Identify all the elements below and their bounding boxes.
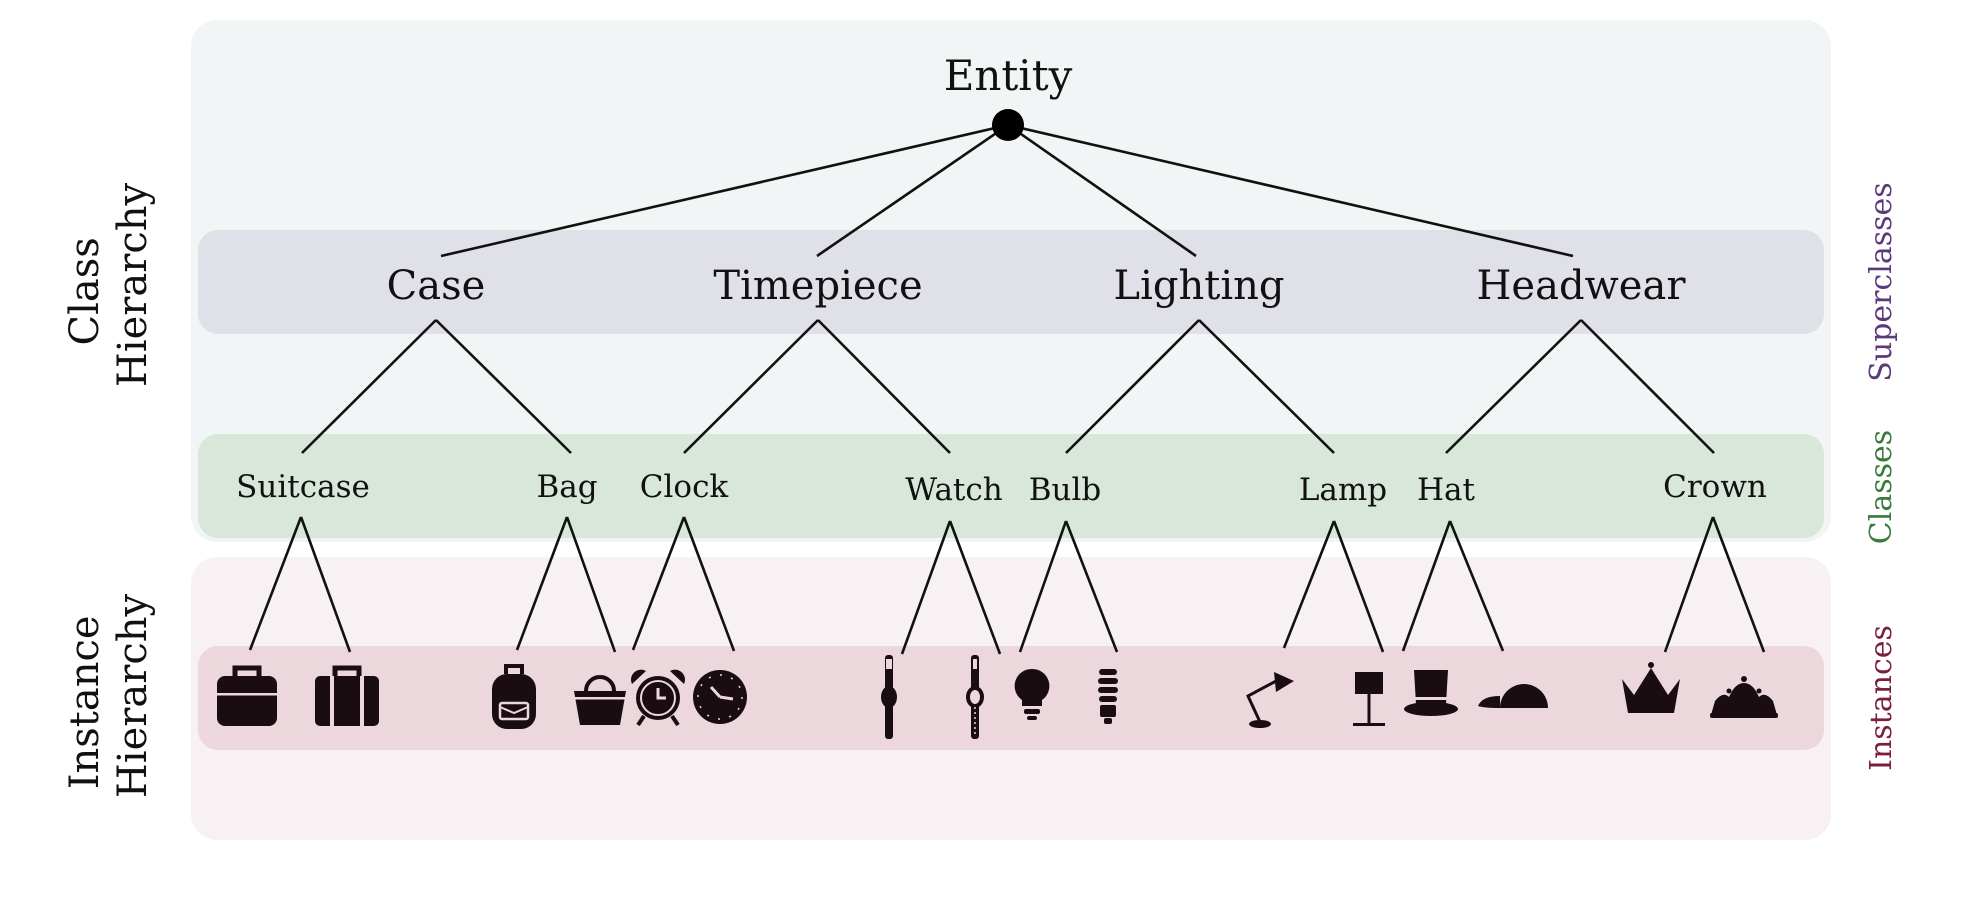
superclass-label-headwear: Headwear xyxy=(1477,263,1687,309)
tree-edges xyxy=(248,123,1766,655)
edge-lamp-desk-lamp-icon xyxy=(1282,520,1336,649)
wristwatch-icon xyxy=(881,655,897,739)
backpack-icon xyxy=(492,664,536,729)
edge-entity-case xyxy=(440,123,1009,258)
class-band xyxy=(198,434,1824,538)
edge-bag-backpack-icon xyxy=(515,516,569,651)
tiara-icon xyxy=(1710,676,1778,718)
edge-suitcase-briefcase-icon xyxy=(248,516,303,651)
root-label: Entity xyxy=(944,51,1073,100)
edge-lamp-floor-lamp-icon xyxy=(1332,520,1385,653)
edge-hat-cap-icon xyxy=(1448,520,1505,652)
floor-lamp-icon xyxy=(1353,672,1385,726)
suitcase-icon xyxy=(315,665,379,726)
handbag-icon xyxy=(574,675,626,725)
instances-label: Instances xyxy=(1864,625,1899,771)
edge-entity-headwear xyxy=(1007,123,1574,258)
edge-entity-lighting xyxy=(1007,123,1197,258)
instance-band xyxy=(198,646,1824,750)
class-label-hat: Hat xyxy=(1417,472,1476,508)
edge-clock-wall-clock-icon xyxy=(682,516,736,652)
edge-bag-handbag-icon xyxy=(565,516,617,653)
superclass-label-case: Case xyxy=(387,263,486,309)
briefcase-icon xyxy=(217,665,277,726)
top-hat-icon xyxy=(1404,670,1458,716)
class-label-bag: Bag xyxy=(536,469,597,505)
edge-lighting-bulb xyxy=(1065,319,1200,454)
edge-hat-top-hat-icon xyxy=(1401,520,1452,652)
instance-icons xyxy=(217,655,1778,739)
desk-lamp-icon xyxy=(1246,672,1294,728)
superclass-label-lighting: Lighting xyxy=(1114,263,1285,309)
class-label-crown: Crown xyxy=(1663,469,1767,505)
edge-crown-crown-icon xyxy=(1663,516,1715,653)
wristwatch-alt-icon xyxy=(966,655,984,739)
classes-label: Classes xyxy=(1864,430,1899,544)
superclass-band xyxy=(198,230,1824,334)
edge-bulb-cfl-bulb-icon xyxy=(1064,520,1119,653)
edge-watch-wristwatch-icon xyxy=(900,520,952,655)
class-label-watch: Watch xyxy=(905,472,1002,508)
edge-suitcase-suitcase-icon xyxy=(299,516,352,653)
cap-icon xyxy=(1478,684,1548,708)
edge-headwear-hat xyxy=(1445,319,1582,454)
class-label-suitcase: Suitcase xyxy=(236,469,370,505)
edge-case-suitcase xyxy=(301,319,437,454)
crown-icon xyxy=(1622,662,1680,713)
root-node xyxy=(992,109,1024,141)
wall-clock-icon xyxy=(693,670,747,724)
edge-timepiece-clock xyxy=(683,319,819,454)
light-bulb-icon xyxy=(1014,668,1050,720)
edge-case-bag xyxy=(435,319,572,454)
instance-hierarchy-label: Instance Hierarchy xyxy=(62,594,156,799)
edge-lighting-lamp xyxy=(1198,319,1335,454)
alarm-clock-icon xyxy=(631,669,685,727)
edge-timepiece-watch xyxy=(817,319,951,454)
superclasses-label: Superclasses xyxy=(1864,182,1899,381)
edge-watch-wristwatch-alt-icon xyxy=(948,520,1002,655)
cfl-bulb-icon xyxy=(1098,669,1118,724)
edge-bulb-light-bulb-icon xyxy=(1018,520,1068,653)
edge-clock-alarm-clock-icon xyxy=(631,516,686,651)
superclass-label-timepiece: Timepiece xyxy=(713,263,922,309)
edge-headwear-crown xyxy=(1580,319,1715,454)
class-label-clock: Clock xyxy=(640,469,729,505)
edge-crown-tiara-icon xyxy=(1711,516,1766,653)
edge-entity-timepiece xyxy=(816,123,1009,258)
class-hierarchy-label: Class Hierarchy xyxy=(62,183,156,388)
class-label-bulb: Bulb xyxy=(1029,472,1102,508)
class-label-lamp: Lamp xyxy=(1299,472,1387,508)
